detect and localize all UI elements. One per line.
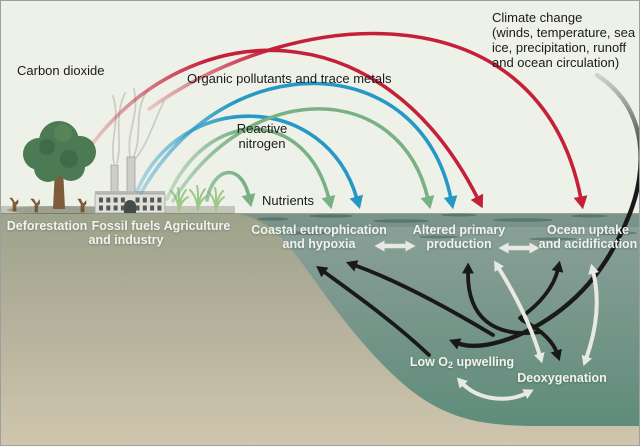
organic-pollutants-arrow-1 xyxy=(135,114,364,210)
low-o2-suffix: upwelling xyxy=(453,355,515,369)
exchange-arrows xyxy=(374,240,599,401)
water-surface-band xyxy=(237,214,639,227)
low-o2-subscript: 2 xyxy=(448,360,454,370)
nutrients-arrow xyxy=(205,170,256,208)
reactive-nitrogen-line2: nitrogen xyxy=(238,136,286,151)
uptake-deoxygenation-exchange-arrow xyxy=(581,263,599,367)
climate-change-line4: and ocean circulation) xyxy=(492,55,620,70)
coastal-line2: and hypoxia xyxy=(282,236,356,251)
altered-deoxygenation-exchange-arrow xyxy=(494,260,545,364)
factory-icon xyxy=(94,156,166,214)
reactive-nitrogen-label: Reactive nitrogen xyxy=(237,121,288,151)
reactive-nitrogen-arrow-1 xyxy=(165,127,336,210)
climate-change-line1: Climate change xyxy=(492,10,583,25)
coastal-line1: Coastal eutrophication xyxy=(251,223,387,237)
climate-change-line3: ice, precipitation, runoff xyxy=(492,40,627,55)
uptake-line1: Ocean uptake xyxy=(547,223,629,237)
agriculture-label: Agriculture xyxy=(163,219,231,233)
reactive-nitrogen-arrow-2 xyxy=(171,107,435,210)
organic-pollutants-label: Organic pollutants and trace metals xyxy=(187,71,392,86)
deoxygenation-label: Deoxygenation xyxy=(517,371,607,385)
low-o2-prefix: Low O xyxy=(409,355,449,369)
deforestation-label: Deforestation xyxy=(6,219,88,233)
nutrients-label: Nutrients xyxy=(262,193,315,208)
upwelling-deoxygenation-exchange-arrow xyxy=(456,377,534,401)
coastal-eutrophication-label: Coastal eutrophication and hypoxia xyxy=(251,223,387,251)
fossil-fuels-line2: and industry xyxy=(88,232,164,247)
altered-line1: Altered primary xyxy=(412,223,506,237)
fossil-fuels-label: Fossil fuels and industry xyxy=(88,219,164,247)
low-o2-upwelling-label: Low O2 upwelling xyxy=(409,355,515,373)
climate-change-label: Climate change (winds, temperature, sea … xyxy=(492,10,635,70)
carbon-dioxide-arrow-2 xyxy=(147,31,588,210)
tree-stumps-icon xyxy=(9,197,87,213)
to-coastal-arrow-2 xyxy=(346,260,495,337)
carbon-dioxide-arrow-1 xyxy=(91,48,484,209)
climate-change-line2: (winds, temperature, sea xyxy=(492,25,636,40)
to-coastal-arrow-1 xyxy=(316,265,431,357)
smoke-icon xyxy=(111,88,165,164)
uptake-line2: and acidification xyxy=(538,236,638,251)
carbon-dioxide-label: Carbon dioxide xyxy=(17,63,105,78)
wave-streaks xyxy=(257,213,637,241)
ocean-uptake-label: Ocean uptake and acidification xyxy=(538,223,638,251)
reactive-nitrogen-line1: Reactive xyxy=(236,121,288,136)
fossil-fuels-line1: Fossil fuels xyxy=(91,219,161,233)
altered-production-label: Altered primary production xyxy=(412,223,506,251)
tree-icon xyxy=(7,121,111,214)
organic-pollutants-arrow-2 xyxy=(139,81,458,210)
altered-line2: production xyxy=(426,236,492,251)
